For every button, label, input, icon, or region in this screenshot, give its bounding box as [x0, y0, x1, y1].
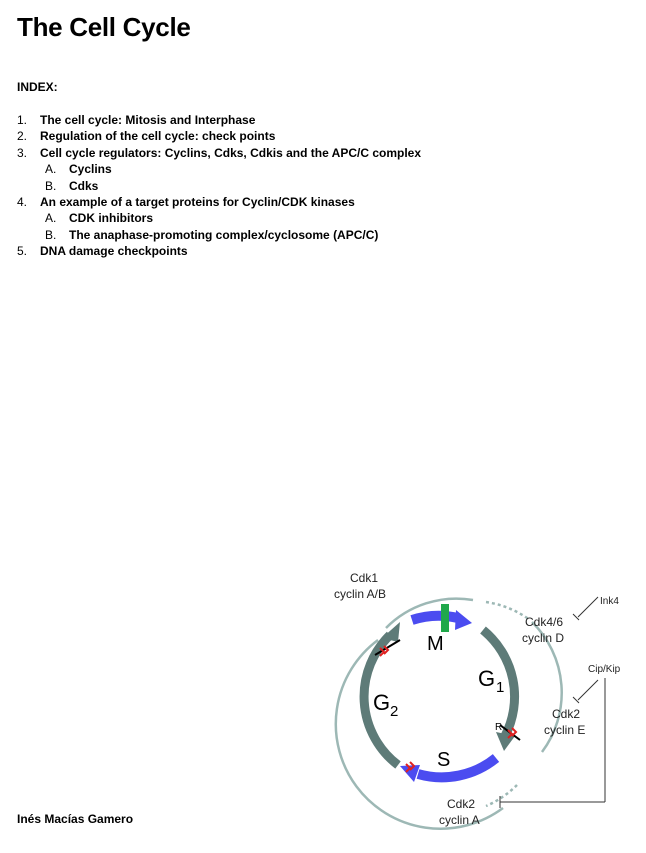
toc-item-text: DNA damage checkpoints	[40, 244, 188, 259]
cyclin-d-label: cyclin D	[522, 631, 564, 645]
toc-subitem: B. The anaphase-promoting complex/cycloso…	[17, 227, 421, 243]
toc-item: 3. Cell cycle regulators: Cyclins, Cdks, …	[17, 145, 421, 161]
toc-item-number: A.	[45, 211, 57, 226]
s-checkpoint-mark	[405, 761, 416, 773]
ink4-line	[577, 596, 599, 618]
toc-subitem: B. Cdks	[17, 178, 421, 194]
outer-ring-arc-left	[334, 638, 504, 830]
toc-item-text: Cyclins	[69, 162, 112, 177]
cdk2-a-label: Cdk2	[447, 797, 475, 811]
cyclin-ab-label: cyclin A/B	[334, 587, 386, 601]
author-name: Inés Macías Gamero	[17, 812, 134, 826]
toc-item-number: B.	[45, 227, 57, 242]
toc-subitem: A. Cyclins	[17, 161, 421, 177]
toc-item: 2. Regulation of the cell cycle: check po…	[17, 128, 421, 144]
cipkip-tbar-cdk2e	[572, 696, 580, 704]
inner-ring-g2-arrowhead	[382, 622, 400, 642]
cdk46-label: Cdk4/6	[525, 615, 563, 629]
toc-item-text: Cdks	[69, 178, 99, 193]
phase-s-label: S	[437, 749, 450, 771]
ink4-tbar	[572, 613, 580, 621]
inner-ring-g2	[359, 631, 401, 769]
m-phase-arrow	[410, 610, 460, 625]
toc-item-number: 5.	[17, 244, 28, 259]
table-of-contents: 1. The cell cycle: Mitosis and Interphase…	[17, 112, 421, 260]
s-phase-arrowhead	[400, 765, 420, 782]
m-phase-marker	[441, 604, 449, 632]
cipkip-label: Cip/Kip	[588, 664, 621, 675]
m-phase-arrowhead	[455, 610, 472, 630]
toc-item-number: 4.	[17, 195, 28, 210]
toc-item: 1. The cell cycle: Mitosis and Interphase	[17, 112, 421, 128]
phase-g1-label: G	[478, 666, 495, 691]
outer-ring-arc-s	[485, 784, 518, 808]
ink4-label: Ink4	[600, 596, 619, 607]
toc-item-text: CDK inhibitors	[69, 211, 153, 226]
toc-item: 5. DNA damage checkpoints	[17, 243, 421, 259]
index-heading: INDEX:	[17, 80, 58, 94]
phase-g1-subscript: 1	[496, 679, 504, 696]
g2-checkpoint-bar	[374, 639, 401, 656]
toc-item-text: Cell cycle regulators: Cyclins, Cdks, Cd…	[40, 145, 422, 160]
cdk2-e-label: Cdk2	[552, 707, 580, 721]
phase-g2-label: G	[373, 690, 390, 715]
toc-subitem: A. CDK inhibitors	[17, 210, 421, 226]
cyclin-e-label: cyclin E	[544, 723, 585, 737]
toc-item-text: Regulation of the cell cycle: check poin…	[40, 129, 276, 144]
toc-item: 4. An example of a target proteins for Cy…	[17, 194, 421, 210]
cipkip-line-to-cdk2e	[577, 679, 599, 701]
toc-item-number: 3.	[17, 145, 28, 160]
cyclin-a-label: cyclin A	[439, 813, 480, 827]
toc-item-number: 1.	[17, 113, 28, 127]
outer-ring-arc-g1	[531, 621, 563, 753]
phase-g2-subscript: 2	[390, 703, 398, 720]
cdk1-label: Cdk1	[350, 571, 378, 585]
restriction-point-label: R	[495, 722, 502, 733]
outer-ring-arc-right	[485, 600, 531, 622]
s-phase-arrow	[416, 754, 500, 783]
g1-checkpoint-mark	[507, 727, 518, 739]
toc-item-number: A.	[45, 162, 57, 177]
page-title: The Cell Cycle	[17, 12, 191, 42]
outer-ring-arc-top	[385, 597, 474, 629]
cell-cycle-diagram: M G 1 G 2 S R Cdk1 cyclin A/B Ink4 Cdk4/…	[320, 560, 646, 848]
toc-item-text: The anaphase-promoting complex/cyclosome…	[69, 227, 379, 242]
toc-item-text: The cell cycle: Mitosis and Interphase	[40, 113, 256, 127]
toc-item-number: B.	[45, 178, 57, 193]
phase-m-label: M	[427, 633, 444, 655]
toc-item-number: 2.	[17, 129, 28, 144]
g2-checkpoint-mark	[379, 645, 390, 657]
toc-item-text: An example of a target proteins for Cycl…	[40, 195, 355, 210]
inner-ring-g1	[480, 626, 520, 739]
